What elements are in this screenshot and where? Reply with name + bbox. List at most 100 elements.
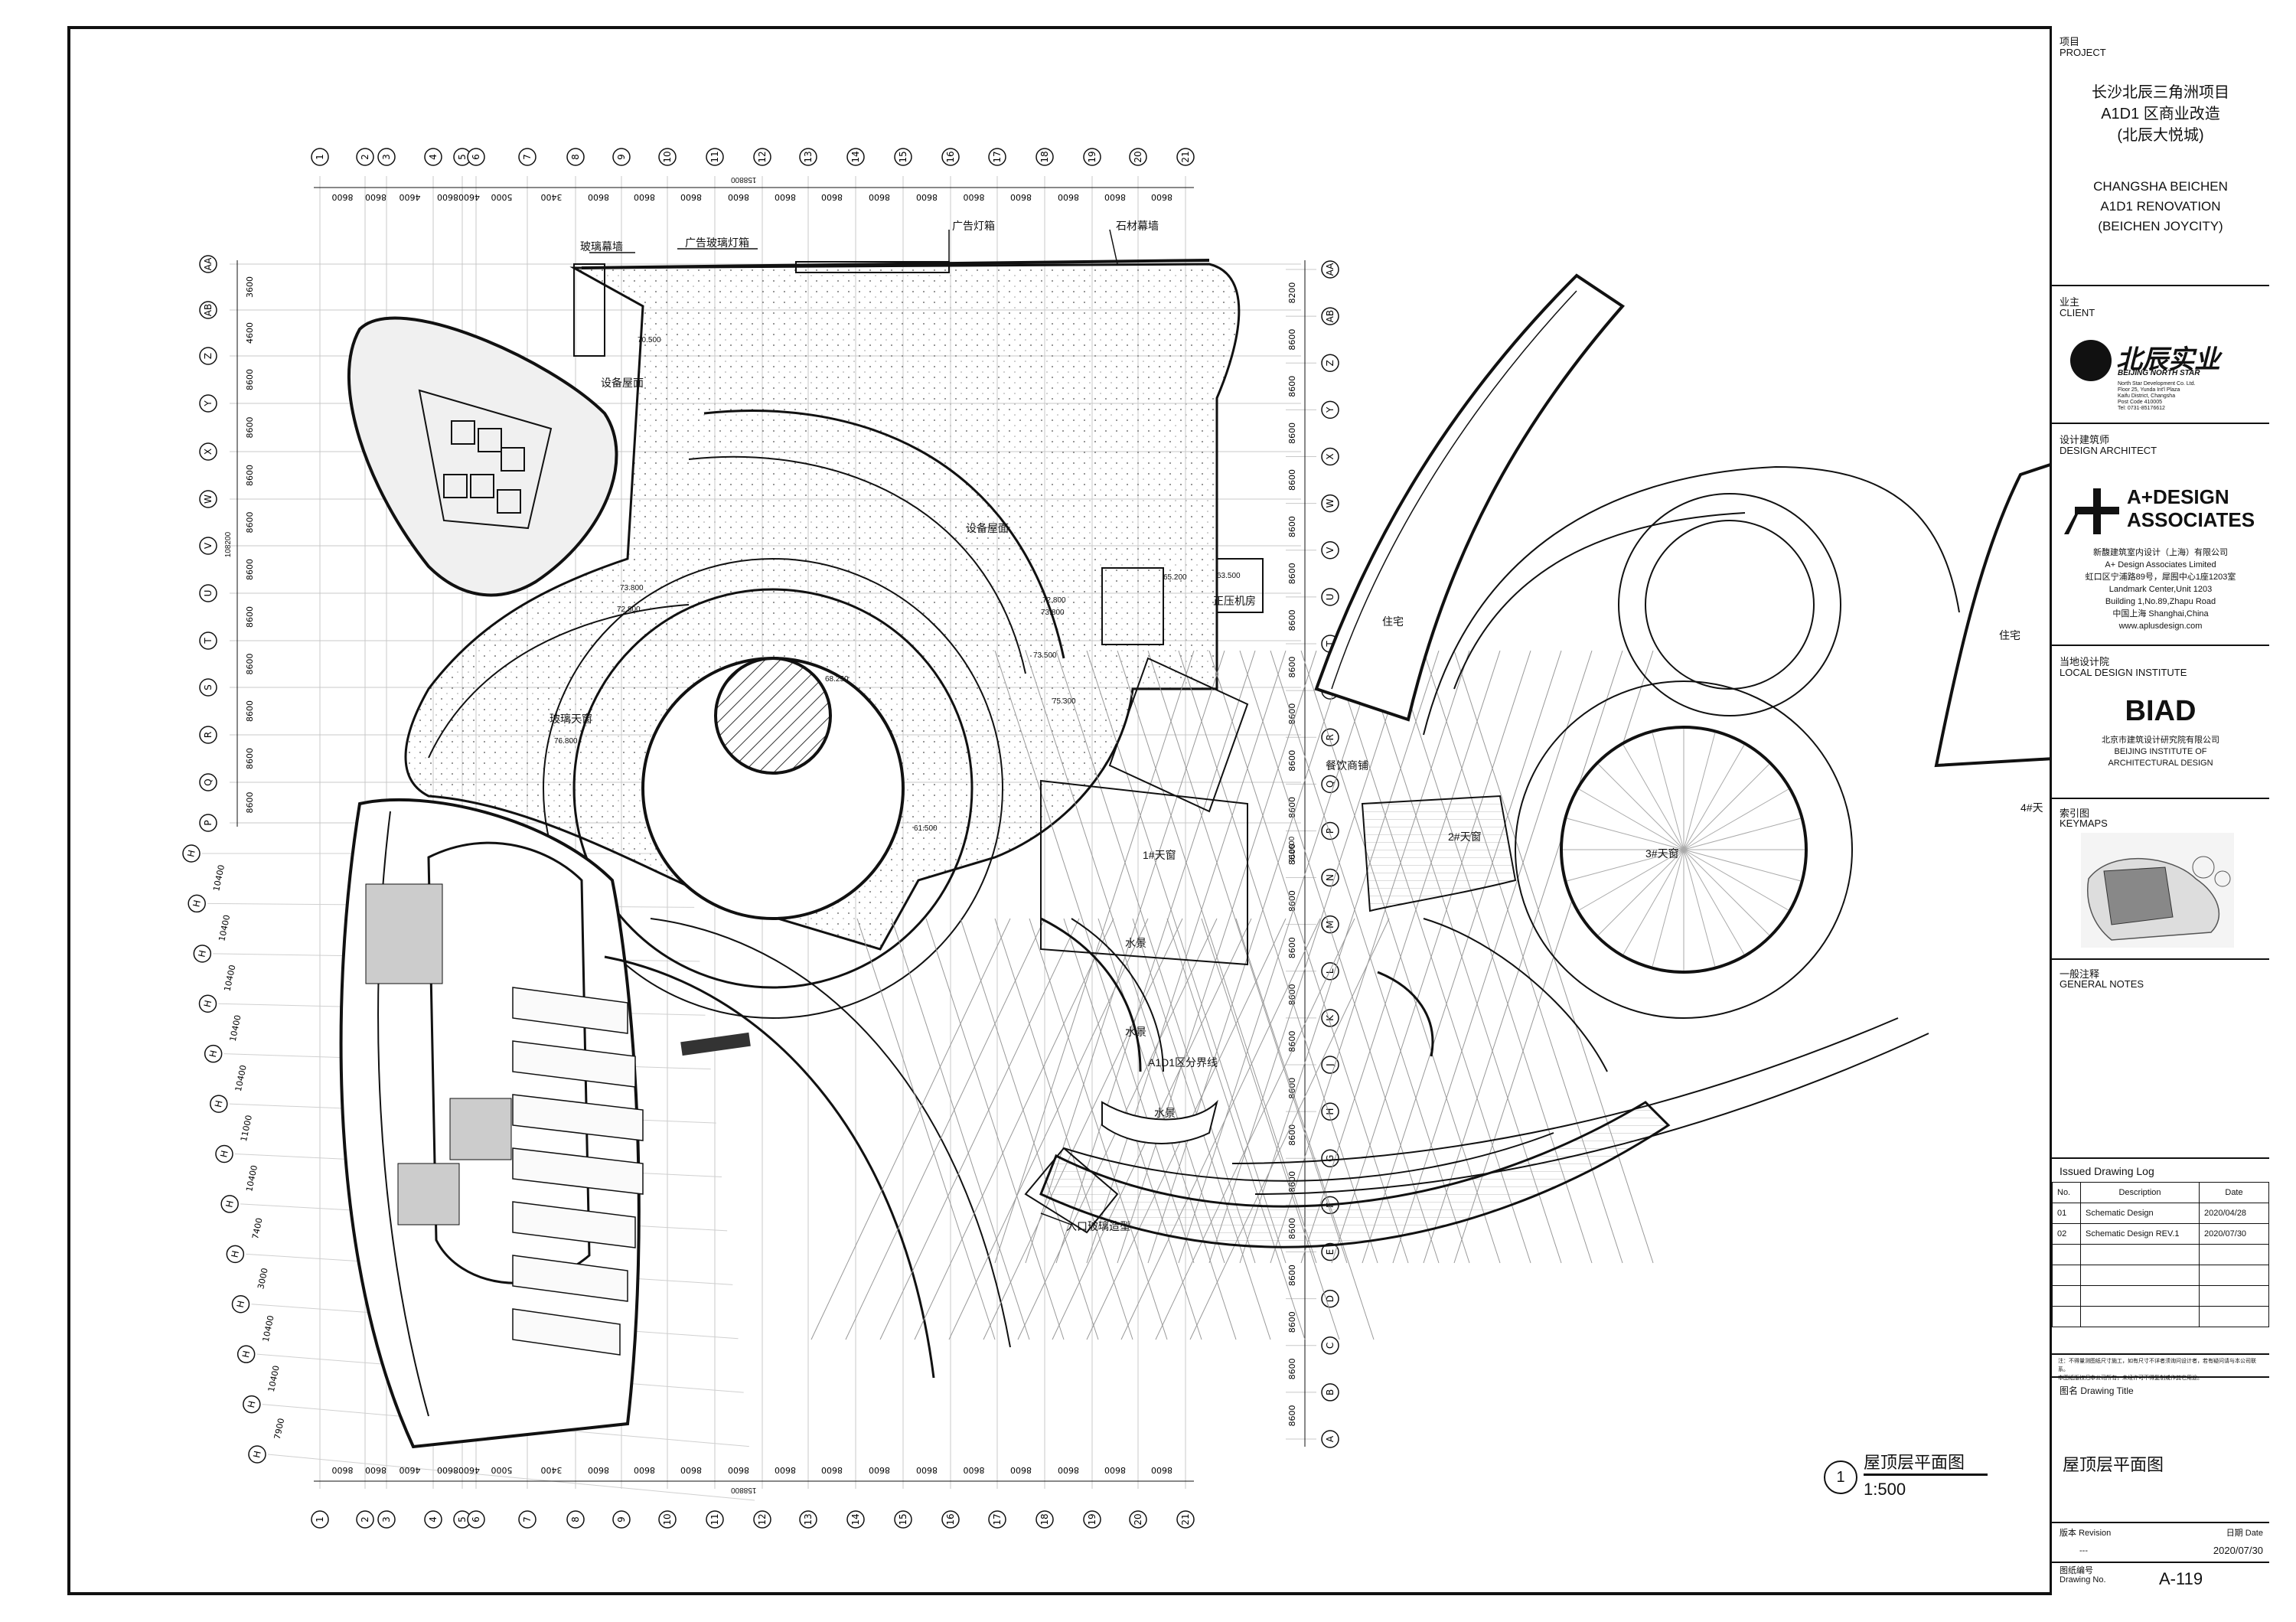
svg-text:H: H — [218, 1150, 230, 1159]
svg-text:3: 3 — [381, 1516, 392, 1522]
residential-arc-2 — [1934, 457, 2068, 768]
skylight-1 — [1040, 779, 1248, 966]
architect-logo-line2: ASSOCIATES — [2127, 508, 2255, 531]
svg-text:7: 7 — [522, 154, 533, 160]
axis-bubble: G — [1321, 1149, 1339, 1168]
label-water-3: 水景 — [1154, 1107, 1176, 1119]
svg-text:W: W — [203, 494, 214, 504]
label-equipment-roof-1: 设备屋面 — [601, 377, 644, 389]
dimension-text: 8600 — [588, 1465, 609, 1475]
axis-bubble: 2 — [356, 1510, 374, 1529]
svg-text:10: 10 — [662, 151, 673, 162]
project-name-en-1: CHANGSHA BEICHEN — [2093, 179, 2228, 194]
svg-text:W: W — [1325, 499, 1336, 508]
dimension-text: 8600 — [869, 192, 890, 202]
axis-bubble: W — [199, 490, 217, 508]
dimension-text: 4600 — [400, 192, 421, 202]
axis-bubble: H — [198, 994, 217, 1013]
svg-text:AA: AA — [1325, 263, 1336, 276]
dimension-text: 8600 — [1287, 1311, 1297, 1333]
axis-bubble: 13 — [799, 148, 817, 166]
axis-bubble: H — [188, 894, 206, 913]
dimension-text: 7900 — [272, 1418, 287, 1441]
svg-text:20: 20 — [1133, 1513, 1143, 1525]
disclaimer-section: 注：不得量测图纸尺寸施工，如有尺寸不详者须询问设计者，若有疑问请与本公司联系。本… — [2052, 1355, 2269, 1381]
dimension-text: 10400 — [266, 1365, 282, 1393]
label-boundary: A1D1区分界线 — [1148, 1056, 1218, 1069]
table-row — [2052, 1265, 2269, 1286]
dimension-text: 8600 — [245, 792, 255, 814]
south-canopy — [1039, 1101, 1671, 1248]
design-architect-section: 设计建筑师 DESIGN ARCHITECT A+DESIGN ASSOCIAT… — [2052, 424, 2269, 646]
label-ad-glass-lightbox: 广告玻璃灯箱 — [685, 237, 749, 249]
axis-bubble: D — [1321, 1289, 1339, 1308]
client-label-en: CLIENT — [2060, 307, 2095, 318]
date-label: 日期 Date — [2226, 1529, 2263, 1538]
dimension-text: 8600 — [1287, 937, 1297, 958]
biad-logo: BIAD — [2125, 695, 2197, 727]
axis-bubble: R — [1321, 728, 1339, 746]
axis-bubble: H — [236, 1345, 256, 1363]
dimension-text: 8600 — [245, 606, 255, 628]
axis-bubble: K — [1321, 1009, 1339, 1027]
label-equipment-roof-2: 设备屋面 — [966, 522, 1009, 534]
svg-text:U: U — [203, 590, 214, 597]
architect-label-cn: 设计建筑师 — [2060, 434, 2110, 445]
elevation: 68.250 — [825, 675, 849, 684]
dimension-text: 10400 — [222, 964, 237, 992]
local-institute-section: 当地设计院 LOCAL DESIGN INSTITUTE BIAD 北京市建筑设… — [2052, 646, 2269, 799]
svg-text:1: 1 — [315, 154, 325, 160]
dimension-text: 8600 — [245, 700, 255, 722]
axis-bubble: 15 — [894, 1510, 912, 1529]
svg-text:H: H — [235, 1300, 247, 1309]
svg-text:P: P — [203, 820, 214, 825]
dimension-text: 8600 — [1287, 797, 1297, 818]
axis-bubble: 3 — [377, 1510, 396, 1529]
axis-bubble: 16 — [941, 1510, 960, 1529]
label-water-1: 水景 — [1125, 937, 1146, 949]
axis-bubble: T — [199, 632, 217, 650]
svg-text:14: 14 — [850, 1513, 861, 1525]
dimension-text: 8600 — [245, 512, 255, 534]
label-dining-shops: 餐饮商铺 — [1326, 759, 1368, 772]
axis-bubble: X — [199, 442, 217, 461]
label-skylight-3: 3#天窗 — [1645, 847, 1679, 860]
svg-text:B: B — [1325, 1389, 1336, 1395]
svg-text:18: 18 — [1039, 151, 1050, 162]
dimension-text: 8600 — [1287, 984, 1297, 1005]
top-total-dimension: 158800 — [731, 175, 757, 184]
svg-text:R: R — [1325, 734, 1336, 740]
axis-bubble: M — [1321, 915, 1339, 934]
label-ad-lightbox: 广告灯箱 — [952, 220, 995, 232]
svg-text:H: H — [230, 1249, 242, 1258]
dimension-text: 8600 — [1287, 1265, 1297, 1286]
axis-bubble: A — [1321, 1430, 1339, 1448]
svg-text:D: D — [1325, 1295, 1336, 1302]
svg-text:19: 19 — [1087, 151, 1097, 162]
client-logo-icon — [2070, 340, 2112, 381]
dimension-text: 7400 — [250, 1217, 265, 1240]
notes-label-cn: 一般注释 — [2060, 968, 2100, 980]
axis-bubble: H — [193, 945, 212, 963]
svg-text:H: H — [240, 1349, 253, 1359]
axis-bubble: Y — [199, 394, 217, 413]
table-header-row: No. Description Date — [2052, 1182, 2269, 1203]
institute-label-cn: 当地设计院 — [2060, 656, 2110, 667]
svg-text:R: R — [203, 732, 214, 738]
elevation: 61.500 — [914, 824, 938, 833]
hatched-skylight — [714, 657, 832, 775]
general-notes-section: 一般注释 GENERAL NOTES — [2052, 960, 2269, 1159]
svg-text:20: 20 — [1133, 151, 1143, 162]
axis-bubble: 20 — [1129, 148, 1147, 166]
column-header: Date — [2199, 1182, 2269, 1203]
dimension-text: 11000 — [239, 1115, 254, 1143]
disclaimer-text: 注：不得量测图纸尺寸施工，如有尺寸不详者须询问设计者，若有疑问请与本公司联系。本… — [2058, 1359, 2256, 1381]
axis-bubble: V — [1321, 540, 1339, 560]
dimension-text: 8600 — [332, 192, 354, 202]
svg-text:4: 4 — [428, 154, 439, 160]
dimension-text: 8600 — [437, 192, 458, 202]
axis-bubble: W — [1321, 494, 1339, 513]
dimension-text: 8600 — [964, 192, 985, 202]
